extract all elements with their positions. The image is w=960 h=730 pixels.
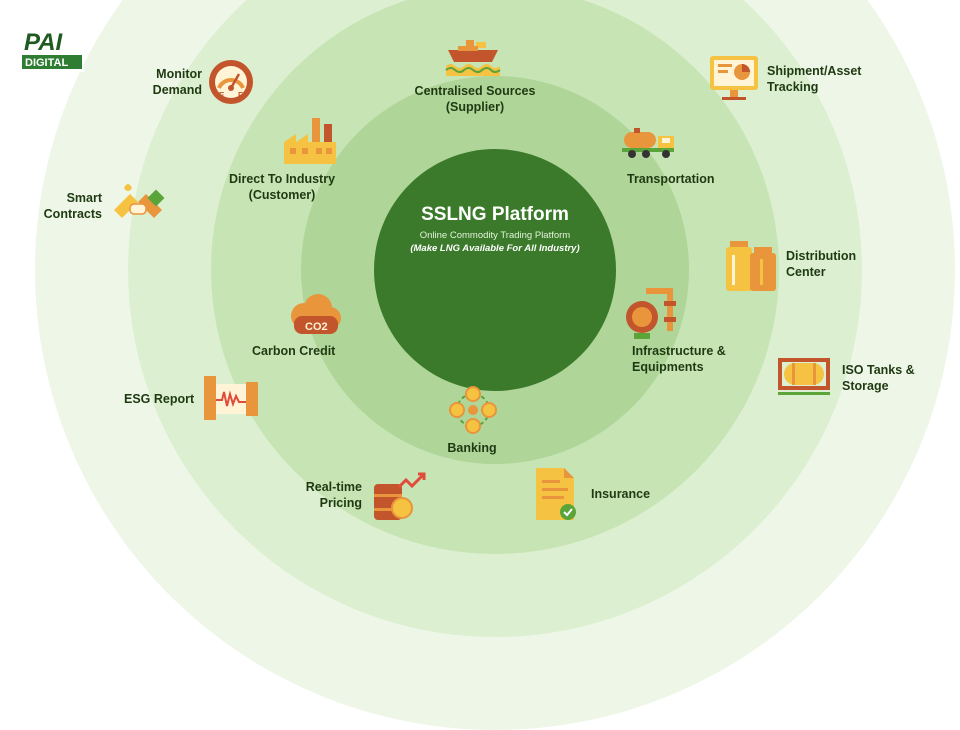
label-infrastructure: Infrastructure & Equipments	[632, 344, 726, 374]
iso-tank-icon	[778, 358, 830, 395]
label-esg-report: ESG Report	[124, 392, 195, 406]
ship-icon	[445, 40, 501, 76]
gauge-f-text: F	[238, 91, 243, 100]
platform-core: SSLNG Platform Online Commodity Trading …	[374, 149, 616, 391]
handshake-contract-icon	[114, 184, 165, 218]
banking-coins-icon	[449, 386, 497, 434]
gauge-meter-icon: E F	[209, 60, 253, 104]
label-banking: Banking	[447, 441, 497, 455]
label-centralised-sources: Centralised Sources (Supplier)	[414, 84, 536, 114]
label-iso-tanks: ISO Tanks & Storage	[842, 363, 915, 393]
factory-icon	[284, 118, 336, 164]
label-monitor-demand: Monitor Demand	[152, 67, 202, 97]
pai-digital-logo: PAI DIGITAL	[22, 26, 84, 72]
label-insurance: Insurance	[591, 487, 651, 501]
co2-cloud-icon: CO2	[291, 294, 341, 334]
monitor-tracking-icon	[710, 56, 758, 100]
pipeline-valve-icon	[626, 288, 676, 339]
esg-report-chart-icon	[204, 376, 258, 420]
label-shipment-tracking: Shipment/Asset Tracking	[767, 64, 862, 94]
platform-tagline: (Make LNG Available For All Industry)	[410, 243, 580, 254]
logo-text-pai: PAI	[24, 29, 64, 56]
tanker-truck-icon	[622, 128, 674, 158]
co2-text: CO2	[305, 321, 328, 333]
platform-subtitle: Online Commodity Trading Platform	[419, 230, 571, 241]
label-realtime-pricing: Real-time Pricing	[305, 480, 362, 510]
platform-title: SSLNG Platform	[421, 204, 569, 225]
logo-text-digital: DIGITAL	[25, 57, 68, 69]
label-smart-contracts: Smart Contracts	[43, 191, 102, 221]
label-transportation: Transportation	[627, 172, 715, 186]
insurance-document-icon	[536, 468, 576, 520]
label-distribution-center: Distribution Center	[786, 249, 857, 279]
oil-barrel-price-icon	[374, 472, 426, 520]
gauge-e-text: E	[219, 91, 225, 100]
label-carbon-credit: Carbon Credit	[252, 344, 336, 358]
label-direct-to-industry: Direct To Industry (Customer)	[228, 172, 336, 202]
storage-tanks-icon	[726, 241, 776, 291]
